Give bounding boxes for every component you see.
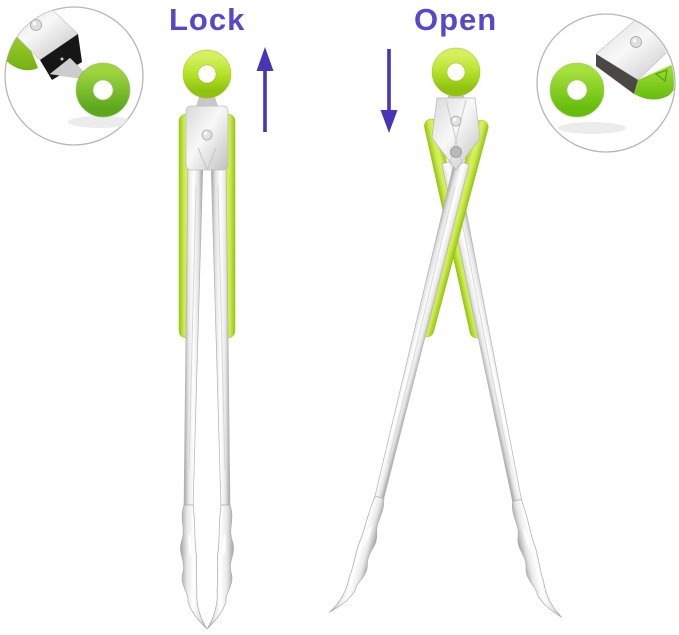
closed-tong xyxy=(179,50,235,630)
pull-ring-detail xyxy=(76,63,130,117)
rivet-closed xyxy=(201,129,213,141)
triangle-emboss-icon xyxy=(654,69,668,83)
rivet-open xyxy=(450,115,462,127)
rivet-detail xyxy=(30,19,42,31)
open-tong xyxy=(328,48,563,624)
hinge-housing-open xyxy=(431,97,481,171)
lock-channel-opening xyxy=(596,54,638,94)
rivet-detail xyxy=(630,36,642,48)
lock-label: Lock xyxy=(169,2,246,37)
open-label: Open xyxy=(414,2,498,37)
pull-ring-open xyxy=(432,48,480,96)
detail-inset-right xyxy=(536,13,676,153)
pull-ring-closed xyxy=(183,50,231,98)
detail-inset-left xyxy=(4,6,144,146)
pivot xyxy=(450,146,462,158)
lock-channel-opening xyxy=(40,34,82,80)
down-arrow-icon xyxy=(380,49,398,133)
up-arrow-icon xyxy=(256,47,274,132)
pull-ring-detail xyxy=(550,63,604,117)
silicone-grip-detail xyxy=(634,62,674,100)
